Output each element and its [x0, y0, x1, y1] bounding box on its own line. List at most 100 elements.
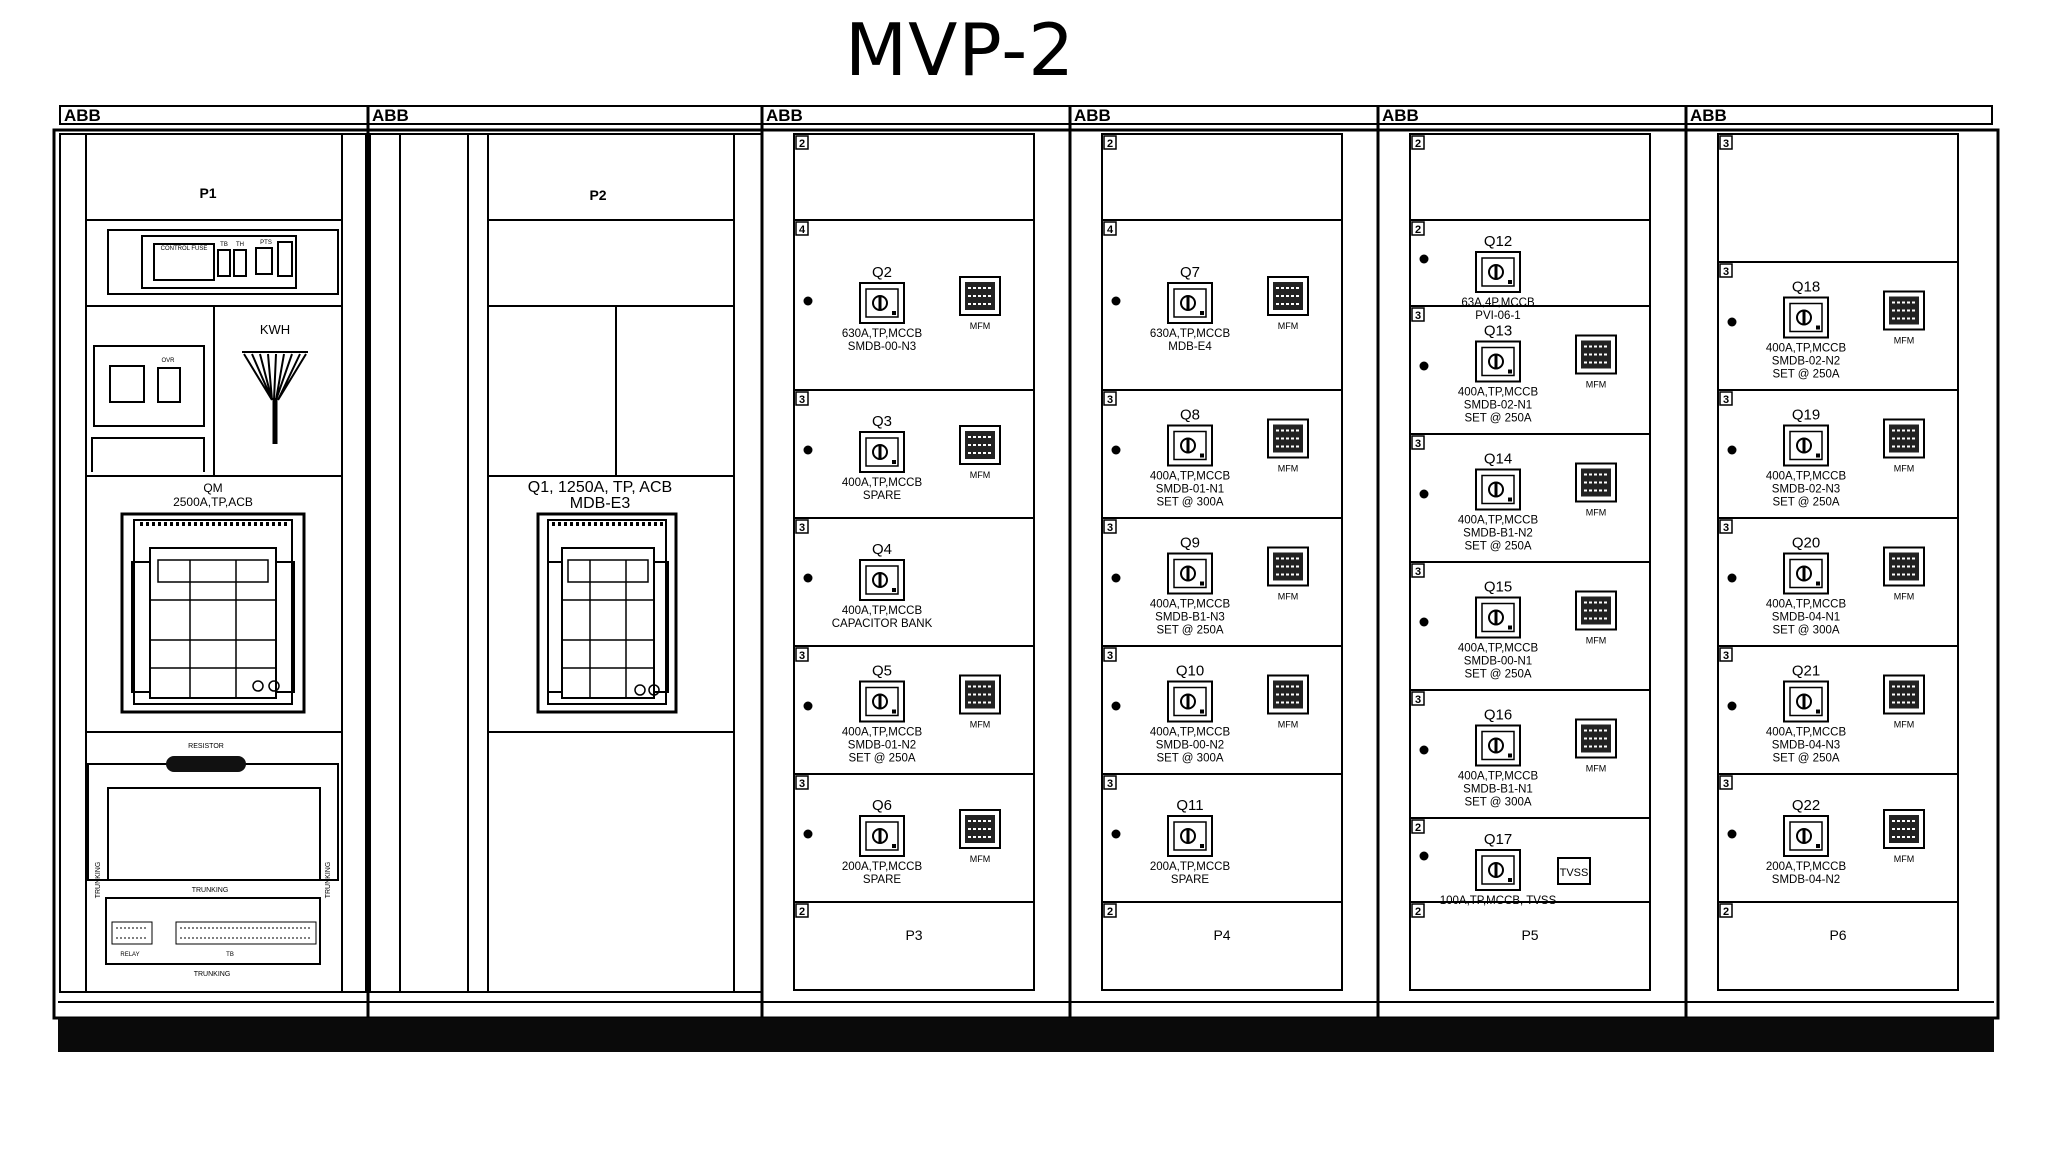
- q4-breaker-handle: [878, 573, 882, 587]
- q22-rating-line-1: 200A,TP,MCCB: [1766, 861, 1847, 873]
- q3-breaker-icon: [859, 431, 905, 473]
- q12-breaker-label: Q12: [1484, 233, 1512, 250]
- q13-breaker-label: Q13: [1484, 323, 1512, 340]
- tb-block-label: TB: [226, 952, 234, 958]
- q13-rating-line-1: 400A,TP,MCCB: [1458, 387, 1539, 399]
- module-size-value: 2: [1107, 906, 1113, 918]
- q19-rating-line-1: 400A,TP,MCCB: [1766, 471, 1847, 483]
- p4-door: [1101, 133, 1343, 991]
- q18-breaker-label: Q18: [1792, 279, 1820, 296]
- q19-indicator-lamp-icon: [1727, 445, 1737, 455]
- q8-breaker-icon: [1167, 424, 1213, 467]
- q11-breaker-label: Q11: [1176, 797, 1203, 814]
- trunking-label-left: TRUNKING: [95, 862, 102, 899]
- compartment: 2: [1103, 135, 1117, 150]
- q22-breaker-label: Q22: [1792, 797, 1820, 814]
- q8-breaker-face: [1173, 430, 1207, 461]
- q18-breaker-face: [1789, 302, 1823, 333]
- module-size-value: 3: [1723, 522, 1729, 534]
- module-size-tag: [1103, 519, 1117, 534]
- q15-meter-icon: [1575, 590, 1617, 631]
- q20-breaker-icon: [1783, 552, 1829, 595]
- q2-rating-line-1: 630A,TP,MCCB: [842, 328, 923, 340]
- q19-breaker-icon: [1783, 424, 1829, 467]
- q21-meter-icon: [1883, 674, 1925, 715]
- q15-rating-line-2: SMDB-00-N1: [1464, 656, 1532, 668]
- module-size-value: 4: [799, 224, 806, 236]
- q21-breaker-handle: [1802, 694, 1806, 709]
- module-size-value: 3: [1723, 138, 1729, 150]
- abb-label-2: ABB: [372, 106, 409, 125]
- q21-indicator-lamp-icon: [1727, 701, 1737, 711]
- q8-breaker-label: Q8: [1180, 407, 1200, 424]
- q17-breaker-face: [1481, 855, 1515, 885]
- q2-meter-label: MFM: [970, 321, 991, 331]
- q22-meter-label: MFM: [1894, 854, 1915, 864]
- q7-meter-icon: [1267, 276, 1309, 316]
- q2-meter-icon: [959, 276, 1001, 316]
- q12-rating-line-2: PVI-06-1: [1475, 310, 1520, 322]
- q19-rating-line-3: SET @ 250A: [1772, 497, 1839, 509]
- q3-rating-line-1: 400A,TP,MCCB: [842, 477, 923, 489]
- q14-meter-label: MFM: [1586, 508, 1607, 518]
- q10-rating-line-2: SMDB-00-N2: [1156, 740, 1224, 752]
- q15-breaker-label: Q15: [1484, 579, 1512, 596]
- q10-meter-label: MFM: [1278, 720, 1299, 730]
- module-size-value: 2: [1415, 138, 1421, 150]
- q10-rating-line-1: 400A,TP,MCCB: [1150, 727, 1231, 739]
- q13-breaker-handle: [1494, 354, 1498, 369]
- q13-breaker-icon: [1475, 340, 1521, 383]
- p6-label: P6: [1829, 927, 1846, 943]
- q21-meter-label: MFM: [1894, 720, 1915, 730]
- module-size-value: 3: [1107, 778, 1113, 790]
- q12-breaker-face: [1481, 257, 1515, 287]
- q20-rating-line-3: SET @ 300A: [1772, 625, 1839, 637]
- q13-rating-line-2: SMDB-02-N1: [1464, 400, 1532, 412]
- q6-meter-icon: [959, 809, 1001, 849]
- q2-rating-line-2: SMDB-00-N3: [848, 341, 916, 353]
- q21-rating-line-1: 400A,TP,MCCB: [1766, 727, 1847, 739]
- q16-rating-line-1: 400A,TP,MCCB: [1458, 771, 1539, 783]
- panel-p1: [59, 133, 367, 993]
- q4-breaker-label: Q4: [872, 541, 892, 558]
- q5-breaker-label: Q5: [872, 663, 892, 680]
- q3-rating-line-2: SPARE: [863, 490, 901, 502]
- q8-rating-line-3: SET @ 300A: [1156, 497, 1223, 509]
- q7-breaker-icon: [1167, 282, 1213, 324]
- q14-breaker-handle: [1494, 482, 1498, 497]
- q7-breaker-face: [1173, 288, 1207, 318]
- q18-breaker-handle: [1802, 310, 1806, 325]
- q13-rating-line-3: SET @ 250A: [1464, 413, 1531, 425]
- compartment: 2Q17100A,TP,MCCB, TVSSTVSS: [1410, 817, 1650, 907]
- q3-breaker-dot: [892, 460, 896, 464]
- q20-rating-line-1: 400A,TP,MCCB: [1766, 599, 1847, 611]
- module-size-tag: [1103, 221, 1117, 236]
- panel-p2: [369, 133, 763, 993]
- q5-breaker-face: [865, 686, 899, 717]
- q13-meter-icon: [1575, 334, 1617, 375]
- q18-rating-line-1: 400A,TP,MCCB: [1766, 343, 1847, 355]
- q7-rating-line-2: MDB-E4: [1168, 341, 1212, 353]
- abb-label-6: ABB: [1690, 106, 1727, 125]
- q2-breaker-dot: [892, 311, 896, 315]
- q9-breaker-icon: [1167, 552, 1213, 595]
- module-size-tag: [1103, 391, 1117, 406]
- q18-rating-line-3: SET @ 250A: [1772, 369, 1839, 381]
- q14-breaker-face: [1481, 474, 1515, 505]
- q15-breaker-dot: [1508, 625, 1512, 630]
- module-size-value: 2: [1415, 906, 1421, 918]
- q14-rating-line-1: 400A,TP,MCCB: [1458, 515, 1539, 527]
- q16-breaker-face: [1481, 730, 1515, 761]
- q9-rating-line-1: 400A,TP,MCCB: [1150, 599, 1231, 611]
- module-size-value: 3: [1415, 438, 1421, 450]
- q8-rating-line-2: SMDB-01-N1: [1156, 484, 1224, 496]
- module-size-tag: [1103, 903, 1117, 918]
- q9-breaker-face: [1173, 558, 1207, 589]
- q3-meter-icon: [959, 425, 1001, 465]
- q5-indicator-lamp-icon: [803, 701, 813, 711]
- module-size-value: 2: [1723, 906, 1729, 918]
- q16-rating-line-2: SMDB-B1-N1: [1463, 784, 1533, 796]
